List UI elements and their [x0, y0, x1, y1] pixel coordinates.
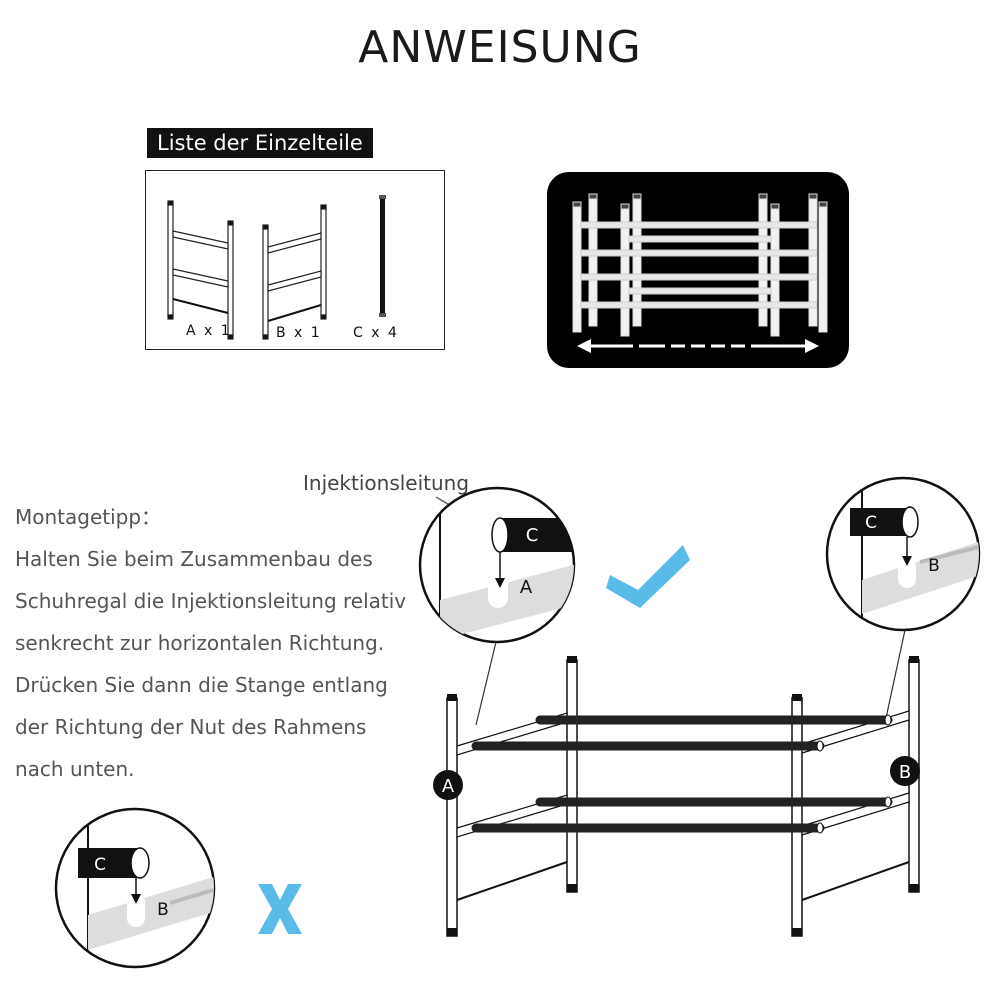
detail-circle-wrong: C B: [54, 807, 216, 969]
leader-line: [885, 629, 906, 719]
frame-b-badge: B: [890, 756, 920, 786]
part-b-label: B x 1: [276, 325, 322, 341]
part-a-frame: [167, 200, 234, 340]
frame-a-badge: A: [433, 770, 463, 800]
frame-a-label: A: [442, 776, 455, 797]
injection-line-label: Injektionsleitung: [303, 471, 470, 495]
part-c-rod: [379, 195, 386, 317]
parts-list-box: A x 1 B x 1 C x 4: [145, 170, 445, 350]
parts-list-heading: Liste der Einzelteile: [147, 128, 373, 158]
detail-circle-correct: C A: [418, 486, 576, 644]
detail-rod-label: C: [94, 855, 106, 875]
tip-line: senkrecht zur horizontalen Richtung.: [15, 631, 385, 655]
detail-groove-label: B: [928, 556, 940, 576]
part-c-label: C x 4: [353, 325, 399, 341]
extension-arrow-icon: [577, 339, 819, 353]
tip-line: der Richtung der Nut des Rahmens: [15, 715, 367, 739]
cross-icon: [258, 884, 302, 934]
rack-diagram: [446, 656, 920, 937]
frame-b-label: B: [899, 762, 911, 783]
detail-groove-label: A: [520, 577, 533, 598]
part-b-frame: [262, 204, 327, 340]
parts-drawing: [167, 195, 386, 340]
tip-line: Drücken Sie dann die Stange entlang: [15, 673, 388, 697]
tip-line: Halten Sie beim Zusammenbau des: [15, 547, 373, 571]
checkmark-icon: [606, 545, 690, 608]
tip-line: nach unten.: [15, 757, 135, 781]
page-title: ANWEISUNG: [358, 22, 642, 73]
detail-circle-right: C B: [825, 476, 981, 632]
leader-line: [475, 641, 497, 726]
detail-rod-label: C: [526, 525, 539, 546]
part-a-label: A x 1: [186, 323, 232, 339]
detail-rod-label: C: [865, 513, 877, 533]
tip-line: Schuhregal die Injektionsleitung relativ: [15, 589, 407, 613]
assembly-tip: Montagetipp： Halten Sie beim Zusammenbau…: [15, 496, 415, 790]
tip-heading: Montagetipp：: [15, 505, 162, 529]
detail-groove-label: B: [157, 900, 169, 920]
assembled-rack-photo: [547, 172, 849, 368]
assembled-rack-drawing: [572, 193, 828, 353]
